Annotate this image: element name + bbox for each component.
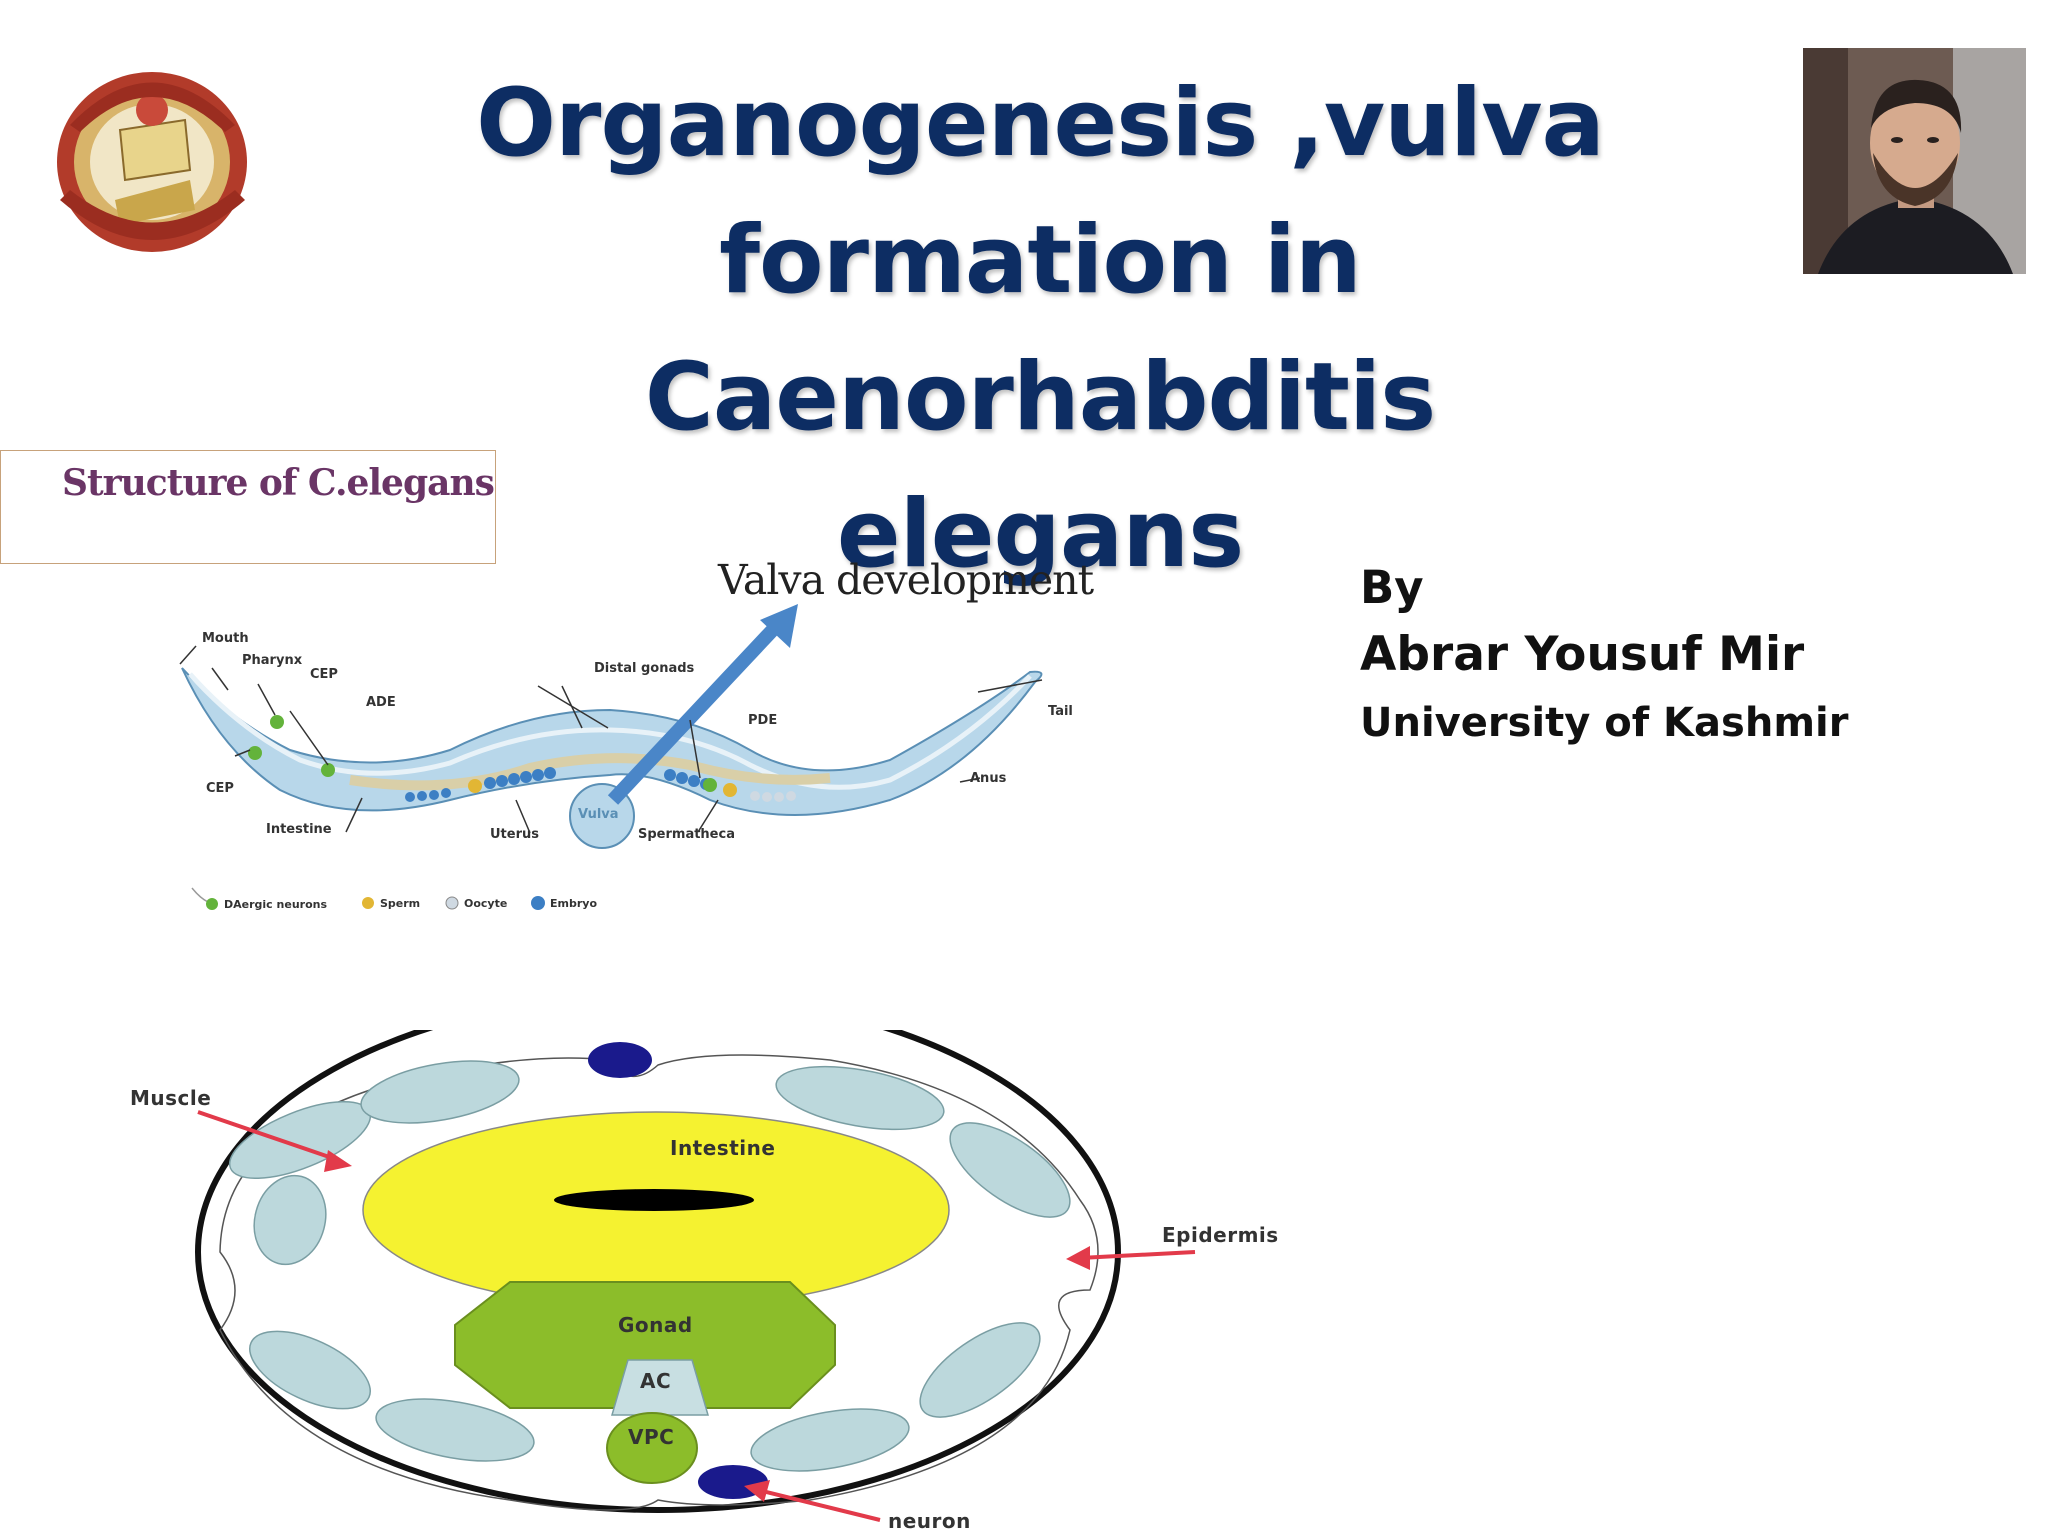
label-ade: ADE: [366, 695, 396, 710]
author-photo: [1803, 48, 2026, 274]
title-line-2: formation in Caenorhabditis: [644, 206, 1436, 452]
author-block: By Abrar Yousuf Mir University of Kashmi…: [1360, 560, 1848, 754]
muscle-cells: [228, 1060, 1071, 1472]
diagram-legend: DAergic neurons Sperm Oocyte Embryo: [191, 887, 597, 911]
label-anus: Anus: [970, 771, 1007, 786]
label-distal-gonads: Distal gonads: [594, 661, 695, 676]
title-line-3: elegans: [836, 480, 1244, 589]
label-epidermis: Epidermis: [1162, 1223, 1279, 1247]
label-muscle: Muscle: [130, 1086, 211, 1110]
worm-anatomy-diagram: Mouth Pharynx CEP ADE Distal gonads PDE …: [179, 604, 1073, 911]
structure-label: Structure of C.elegans: [62, 462, 495, 504]
slide-title: Organogenesis ,vulva formation in Caenor…: [330, 55, 1750, 603]
gonad-shape: [454, 1281, 836, 1409]
valva-development-label: Valva development: [718, 556, 1094, 604]
legend-oocyte: Oocyte: [464, 897, 507, 910]
label-cep-bottom: CEP: [206, 781, 234, 796]
cross-section-diagram: Muscle Intestine Epidermis Gonad AC VPC …: [130, 1030, 1279, 1533]
ac-shape: [611, 1359, 709, 1416]
label-gonad: Gonad: [618, 1313, 693, 1337]
structure-label-box: [0, 450, 496, 564]
label-ac: AC: [640, 1369, 671, 1393]
valva-arrow: [607, 615, 788, 805]
author-name: Abrar Yousuf Mir: [1360, 627, 1805, 682]
label-vulva: Vulva: [578, 807, 619, 822]
label-vpc: VPC: [628, 1425, 674, 1449]
label-neuron: neuron: [888, 1509, 971, 1533]
author-by: By: [1360, 561, 1424, 614]
legend-sperm: Sperm: [380, 897, 420, 910]
vpc-shape: [606, 1412, 698, 1484]
legend-embryo: Embryo: [550, 897, 597, 910]
label-uterus: Uterus: [490, 827, 539, 842]
university-seal-logo: [57, 72, 247, 252]
label-pharynx: Pharynx: [242, 653, 303, 668]
label-cep-top: CEP: [310, 667, 338, 682]
label-spermatheca: Spermatheca: [638, 827, 735, 842]
epidermis-arrow: [1079, 1250, 1196, 1260]
label-intestine: Intestine: [266, 822, 332, 837]
title-line-1: Organogenesis ,vulva: [476, 69, 1605, 178]
label-pde: PDE: [748, 713, 777, 728]
legend-daergic-neurons: DAergic neurons: [224, 898, 327, 911]
label-intestine-xs: Intestine: [670, 1136, 775, 1160]
label-tail: Tail: [1048, 704, 1073, 719]
muscle-arrow: [197, 1110, 339, 1162]
author-university: University of Kashmir: [1360, 700, 1849, 746]
label-mouth: Mouth: [202, 631, 249, 646]
neuron-arrow: [757, 1488, 881, 1522]
